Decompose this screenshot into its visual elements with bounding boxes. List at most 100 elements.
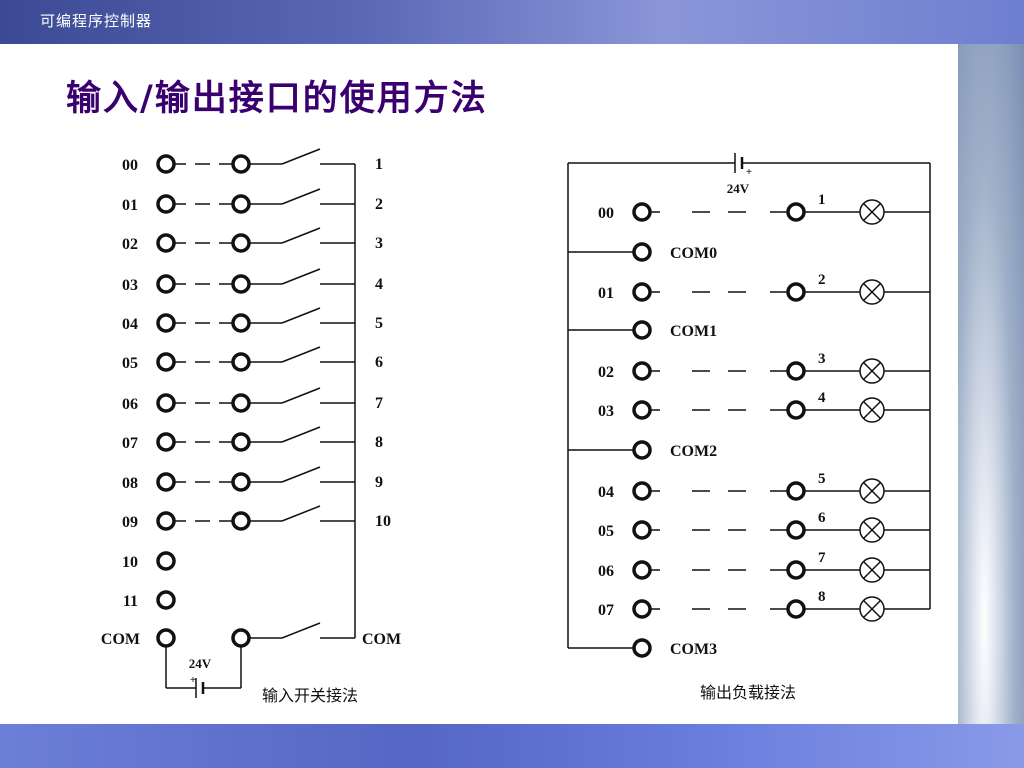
header-bar: 可编程序控制器 (0, 0, 1024, 44)
lamp-cross-b (862, 400, 882, 420)
switch-terminal (231, 274, 251, 294)
lamp-cross-b (862, 481, 882, 501)
load-number: 8 (818, 589, 826, 605)
slide-title: 输入/输出接口的使用方法 (66, 78, 488, 119)
load-terminal (786, 282, 806, 302)
output-terminal-label: 04 (598, 484, 614, 501)
input-terminal (156, 590, 176, 610)
input-com-switch-blade (281, 622, 321, 639)
output-caption: 输出负载接法 (700, 683, 797, 702)
switch-terminal (231, 511, 251, 531)
com-label: COM2 (670, 443, 717, 460)
com-label: COM1 (670, 323, 717, 340)
switch-blade (281, 307, 321, 324)
input-com-switch-terminal (231, 628, 251, 648)
output-terminal-label: 02 (598, 364, 614, 381)
input-terminal-label: 10 (122, 554, 138, 571)
switch-terminal (231, 393, 251, 413)
input-terminal-label: 07 (122, 435, 138, 452)
com-terminal (632, 638, 652, 658)
input-terminal (156, 274, 176, 294)
switch-terminal (231, 233, 251, 253)
com-terminal (632, 320, 652, 340)
input-terminal (156, 432, 176, 452)
output-terminal (632, 599, 652, 619)
input-terminal (156, 393, 176, 413)
com-terminal (632, 440, 652, 460)
output-terminal-label: 00 (598, 205, 614, 222)
decorative-side-panel (958, 44, 1024, 724)
input-terminal-label: 04 (122, 316, 138, 333)
input-terminal (156, 233, 176, 253)
footer-bar (0, 724, 1024, 768)
output-terminal-label: 06 (598, 563, 614, 580)
output-terminal (632, 481, 652, 501)
lamp-cross-b (862, 560, 882, 580)
switch-number: 2 (375, 196, 383, 213)
output-terminal (632, 202, 652, 222)
switch-terminal (231, 194, 251, 214)
input-terminal-label: 11 (123, 593, 138, 610)
load-number: 6 (818, 510, 826, 526)
switch-blade (281, 426, 321, 443)
lamp-cross-b (862, 520, 882, 540)
load-terminal (786, 361, 806, 381)
load-number: 2 (818, 272, 826, 288)
switch-number: 7 (375, 395, 383, 412)
output-terminal-label: 07 (598, 602, 614, 619)
load-terminal (786, 599, 806, 619)
output-terminal (632, 560, 652, 580)
input-caption: 输入开关接法 (262, 686, 359, 705)
switch-blade (281, 466, 321, 483)
output-voltage-label: 24V (727, 181, 750, 196)
switch-terminal (231, 313, 251, 333)
com-label: COM3 (670, 641, 717, 658)
load-number: 1 (818, 192, 826, 208)
input-terminal-label: 01 (122, 197, 138, 214)
input-terminal (156, 313, 176, 333)
lamp-cross-b (862, 282, 882, 302)
output-terminal (632, 520, 652, 540)
switch-blade (281, 188, 321, 205)
input-com-label: COM (101, 631, 140, 648)
input-terminal-label: 02 (122, 236, 138, 253)
output-terminal-label: 03 (598, 403, 614, 420)
switch-terminal (231, 154, 251, 174)
com-terminal (632, 242, 652, 262)
load-terminal (786, 520, 806, 540)
load-terminal (786, 481, 806, 501)
load-number: 5 (818, 471, 826, 487)
switch-blade (281, 346, 321, 363)
input-terminal (156, 551, 176, 571)
switch-number: 5 (375, 315, 383, 332)
load-number: 4 (818, 390, 826, 406)
switch-number: 1 (375, 156, 383, 173)
input-terminal (156, 352, 176, 372)
switch-number: 9 (375, 474, 383, 491)
lamp-cross-b (862, 361, 882, 381)
input-terminal (156, 194, 176, 214)
load-terminal (786, 560, 806, 580)
switch-number: 6 (375, 354, 383, 371)
com-label: COM0 (670, 245, 717, 262)
switch-number: 10 (375, 513, 391, 530)
input-terminal (156, 511, 176, 531)
output-terminal-label: 01 (598, 285, 614, 302)
output-terminal (632, 400, 652, 420)
switch-terminal (231, 352, 251, 372)
input-terminal-label: 00 (122, 157, 138, 174)
input-terminal (156, 472, 176, 492)
switch-blade (281, 268, 321, 285)
input-terminal-label: 03 (122, 277, 138, 294)
input-right-com-label: COM (362, 631, 401, 648)
output-terminal-label: 05 (598, 523, 614, 540)
load-terminal (786, 400, 806, 420)
battery-plus-sign: + (190, 674, 196, 686)
switch-number: 3 (375, 235, 383, 252)
switch-terminal (231, 472, 251, 492)
input-terminal (156, 154, 176, 174)
switch-blade (281, 227, 321, 244)
input-terminal-label: 05 (122, 355, 138, 372)
input-com-terminal (156, 628, 176, 648)
